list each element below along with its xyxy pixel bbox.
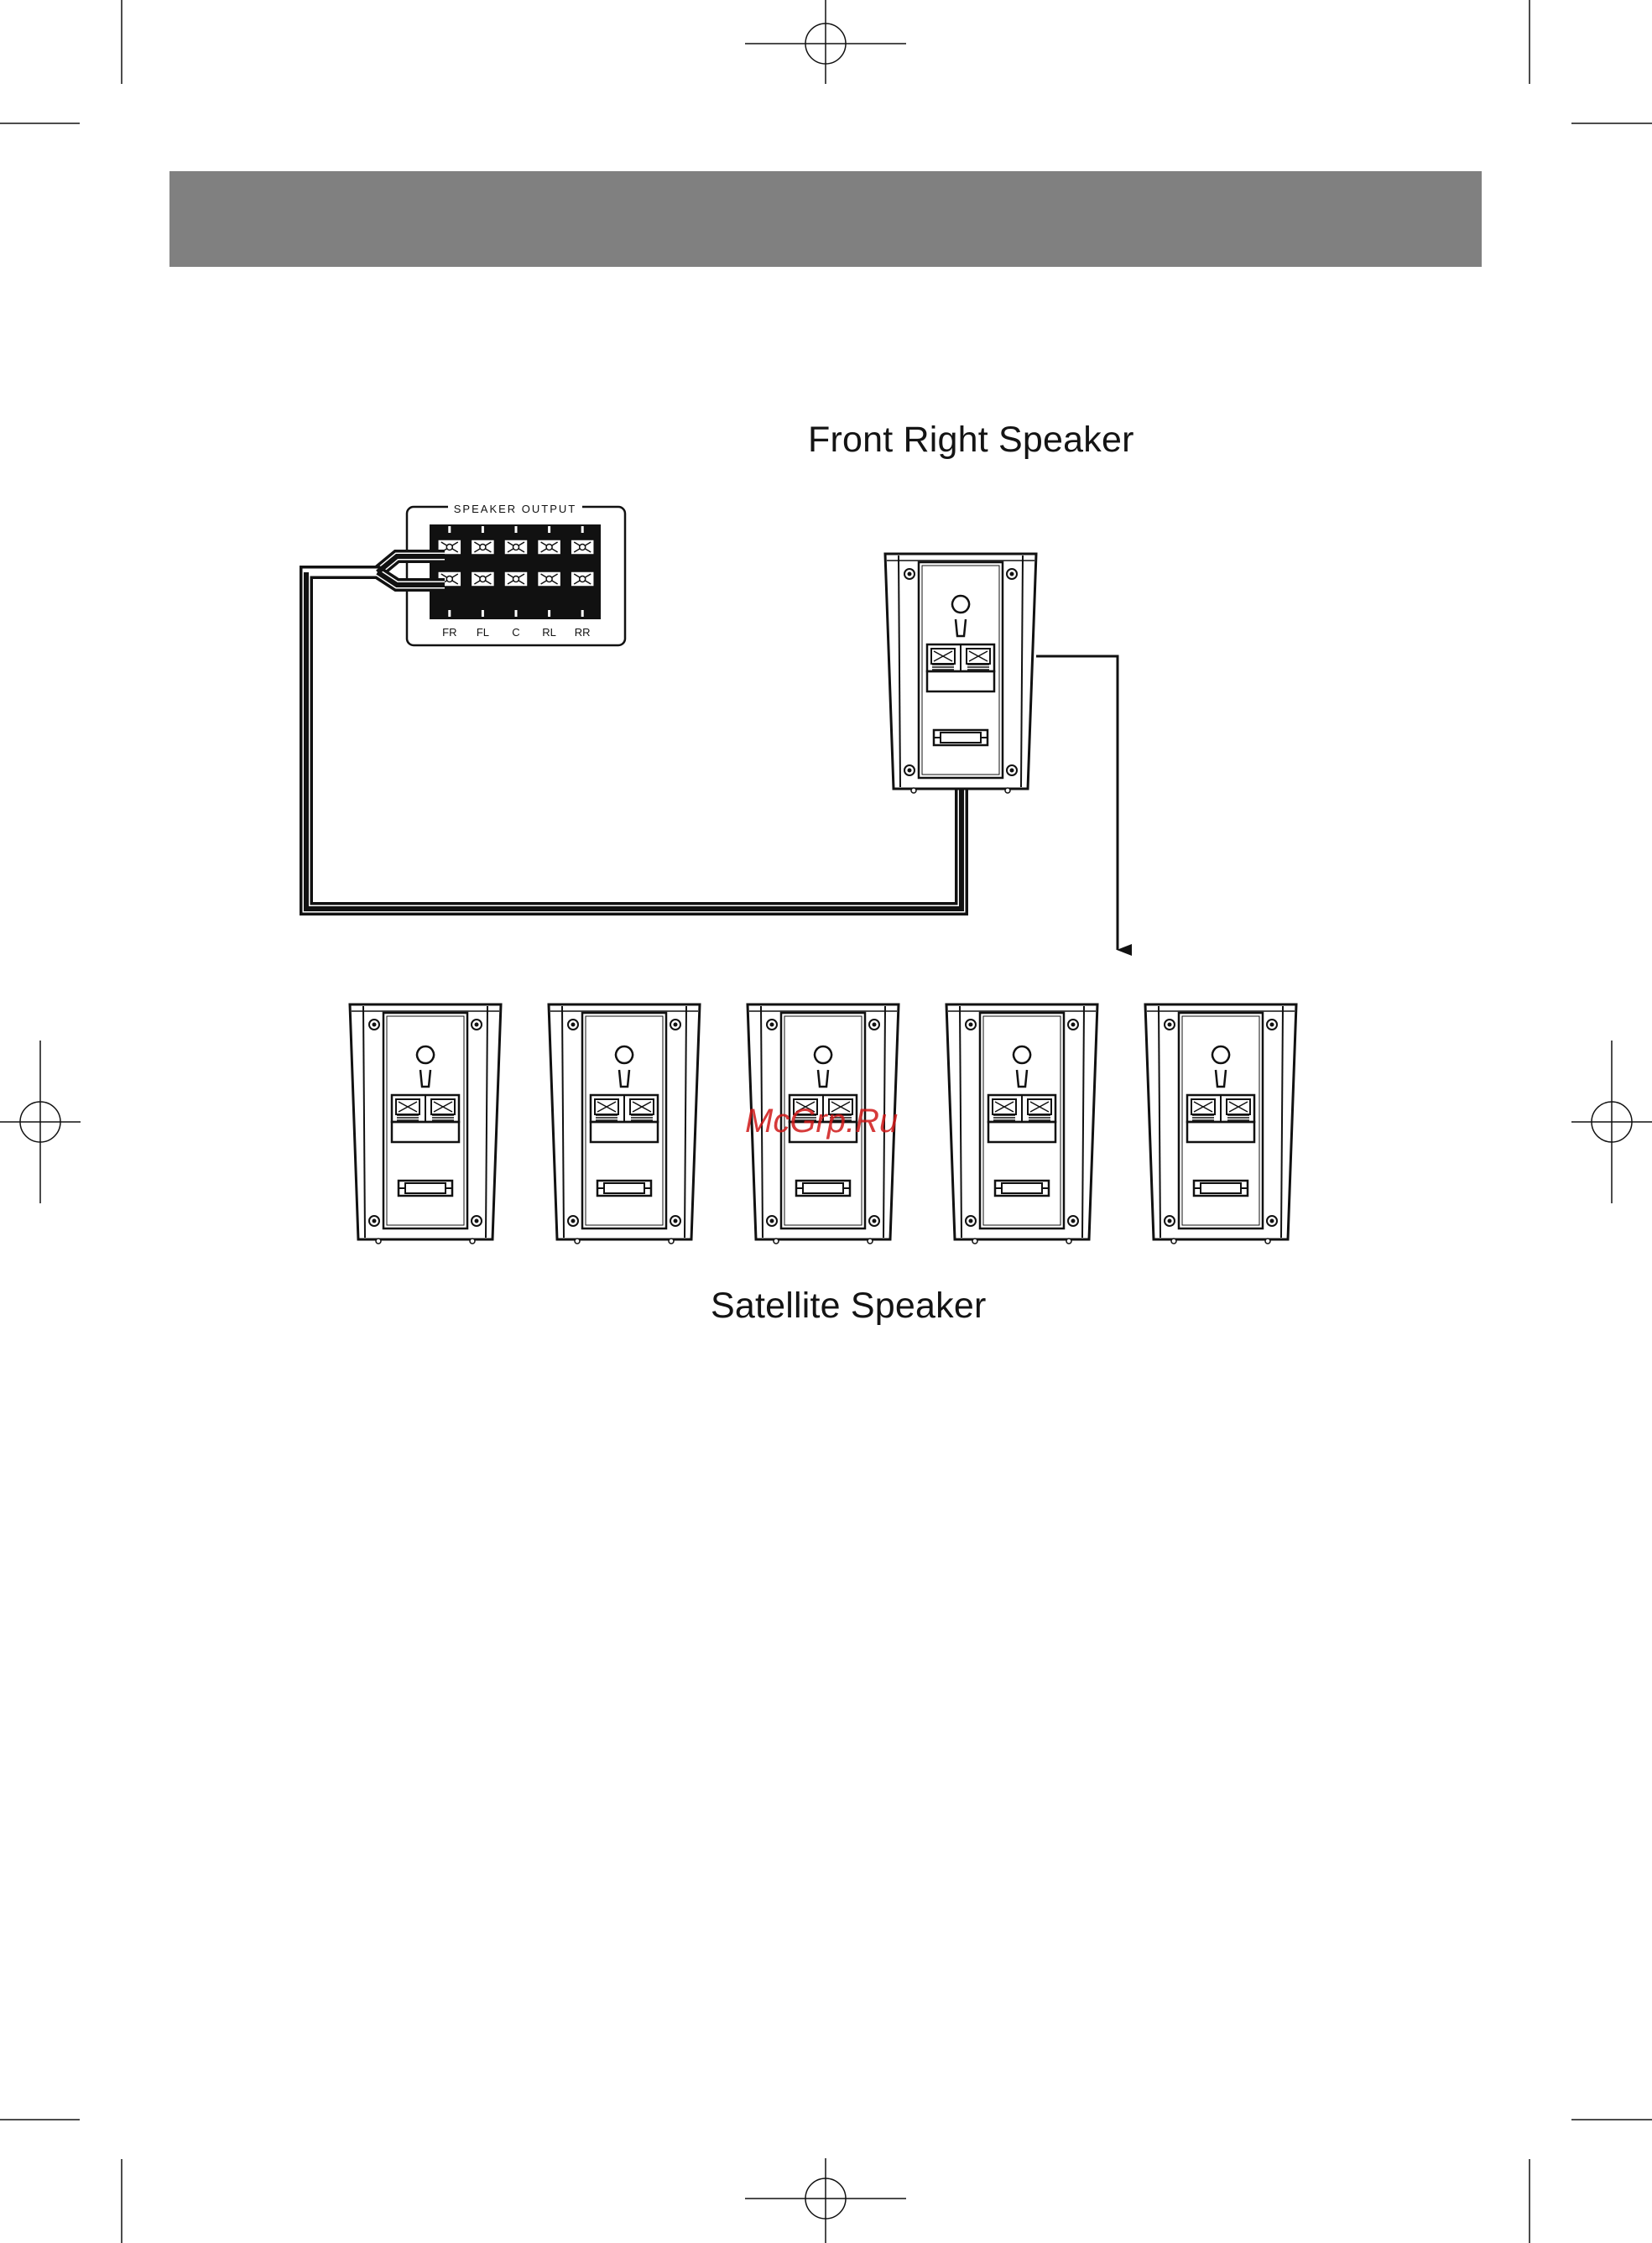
channel-label-fl: FL — [477, 626, 489, 639]
satellite-speaker — [350, 1004, 501, 1244]
speaker-cable — [306, 556, 961, 909]
channel-label-rr: RR — [575, 626, 591, 639]
watermark: McGrp.Ru — [745, 1103, 898, 1140]
terminal-rl-top — [538, 540, 561, 555]
arrow-to-satellites — [1036, 656, 1118, 950]
channel-label-c: C — [512, 626, 519, 639]
front-right-speaker-label: Front Right Speaker — [808, 420, 1134, 461]
terminal-c-bottom — [504, 571, 528, 587]
satellite-speaker — [946, 1004, 1097, 1244]
terminal-c-top — [504, 540, 528, 555]
front-right-speaker — [885, 554, 1036, 793]
terminal-rr-bottom — [571, 571, 594, 587]
channel-label-fr: FR — [442, 626, 456, 639]
terminal-fl-bottom — [471, 571, 494, 587]
channel-label-rl: RL — [542, 626, 556, 639]
terminal-fl-top — [471, 540, 494, 555]
speaker-output-label: SPEAKER OUTPUT — [454, 503, 576, 515]
satellite-speaker-label: Satellite Speaker — [711, 1286, 986, 1327]
terminal-rr-top — [571, 540, 594, 555]
satellite-speaker — [1145, 1004, 1296, 1244]
satellite-speaker — [549, 1004, 700, 1244]
speaker-output-panel: SPEAKER OUTPUT FR FL C RL RR — [407, 500, 625, 645]
terminal-rl-bottom — [538, 571, 561, 587]
